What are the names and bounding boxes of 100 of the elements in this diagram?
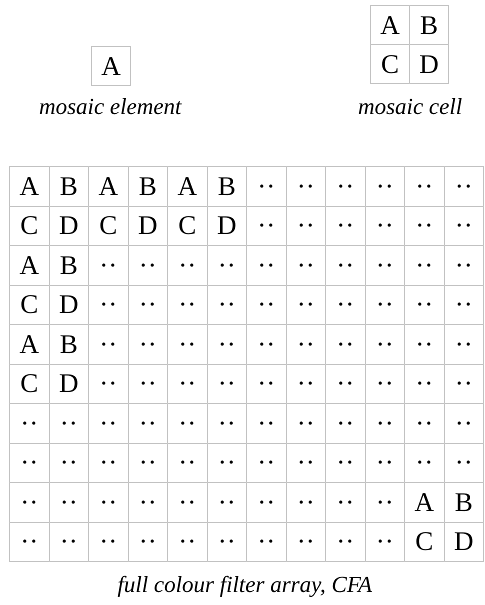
grid-cell: A	[88, 166, 128, 206]
grid-cell: D	[49, 285, 88, 324]
caption: mosaic element	[39, 95, 182, 118]
grid-cell: ··	[128, 246, 168, 285]
grid-cell: ··	[444, 246, 484, 285]
grid-cell: ··	[326, 285, 365, 324]
grid-cell: ··	[404, 324, 444, 364]
grid-cell: ··	[49, 522, 88, 562]
grid-cell: ··	[88, 364, 128, 404]
grid-cell: ··	[168, 324, 207, 364]
grid-cell: ··	[326, 324, 365, 364]
grid-cell: ··	[365, 364, 404, 404]
grid-cell: ··	[128, 285, 168, 324]
grid-cell: ··	[88, 324, 128, 364]
grid-cell: ··	[326, 443, 365, 482]
grid-cell: ··	[404, 404, 444, 443]
grid-cell: C	[370, 44, 410, 84]
grid-cell: ··	[326, 482, 365, 522]
grid-cell: ··	[128, 324, 168, 364]
grid-cell: B	[410, 6, 448, 44]
grid-cell: ··	[404, 246, 444, 285]
grid-cell: ··	[128, 482, 168, 522]
caption: full colour filter array, CFA	[118, 573, 372, 596]
grid-cell: ··	[207, 246, 246, 285]
grid-cell: ··	[326, 404, 365, 443]
grid-cell: ··	[286, 443, 326, 482]
grid-cell: D	[410, 44, 448, 84]
grid-cell: ··	[246, 246, 286, 285]
grid-cell: B	[49, 324, 88, 364]
grid-cell: ··	[88, 404, 128, 443]
grid-cell: ··	[88, 443, 128, 482]
grid-cell: ··	[207, 324, 246, 364]
grid-cell: ··	[128, 404, 168, 443]
grid-cell: ··	[326, 246, 365, 285]
grid-cell: ··	[246, 206, 286, 246]
grid-cell: ··	[246, 404, 286, 443]
grid-cell: ··	[88, 482, 128, 522]
grid-cell: ··	[444, 404, 484, 443]
caption: mosaic cell	[358, 95, 462, 118]
grid-cell: ··	[10, 404, 49, 443]
grid-cell: ··	[10, 482, 49, 522]
grid-cell: ··	[444, 206, 484, 246]
grid-cell: ··	[246, 522, 286, 562]
grid-cell: ··	[404, 443, 444, 482]
grid-cell: ··	[207, 522, 246, 562]
grid-cell: ··	[326, 166, 365, 206]
grid-cell: D	[49, 206, 88, 246]
grid-cell: ··	[286, 404, 326, 443]
grid-cell: ··	[404, 364, 444, 404]
grid-cell: B	[444, 482, 484, 522]
grid-cell: ··	[365, 324, 404, 364]
grid-cell: ··	[365, 166, 404, 206]
grid-cell: ··	[246, 324, 286, 364]
grid-cell: D	[49, 364, 88, 404]
grid-cell: ··	[444, 324, 484, 364]
grid-cell: A	[370, 6, 410, 44]
grid-cell: ··	[326, 522, 365, 562]
grid-cell: ··	[246, 364, 286, 404]
grid-cell: C	[10, 285, 49, 324]
grid-cell: ··	[444, 166, 484, 206]
grid-cell: ··	[168, 522, 207, 562]
grid-cell: A	[404, 482, 444, 522]
grid-cell: ··	[365, 482, 404, 522]
grid-cell: ··	[246, 285, 286, 324]
grid-cell: ··	[286, 285, 326, 324]
grid-cell: ··	[10, 522, 49, 562]
grid-cell: ··	[286, 482, 326, 522]
grid-cell: C	[10, 364, 49, 404]
grid-cell: ··	[286, 364, 326, 404]
grid-cell: ··	[168, 482, 207, 522]
grid-cell: ··	[286, 166, 326, 206]
grid-cell: ··	[286, 206, 326, 246]
grid-cell: ··	[326, 364, 365, 404]
grid-cell: ··	[286, 522, 326, 562]
grid-cell: ··	[49, 404, 88, 443]
grid-cell: ··	[365, 443, 404, 482]
grid-cell: ··	[444, 364, 484, 404]
grid-cell: C	[168, 206, 207, 246]
grid-cell: ··	[246, 443, 286, 482]
grid-cell: ··	[207, 364, 246, 404]
grid-cell: ··	[128, 443, 168, 482]
grid-cell: ··	[128, 522, 168, 562]
grid-cell: ··	[404, 285, 444, 324]
grid-cell: ··	[128, 364, 168, 404]
grid-cell: D	[207, 206, 246, 246]
grid-cell: A	[10, 166, 49, 206]
grid-cell: ··	[88, 246, 128, 285]
grid-cell: B	[49, 166, 88, 206]
grid-cell: ··	[207, 285, 246, 324]
grid-cell: ··	[168, 364, 207, 404]
grid-cell: ··	[326, 206, 365, 246]
grid-cell: B	[207, 166, 246, 206]
grid-cell: ··	[207, 482, 246, 522]
grid-cell: ··	[365, 285, 404, 324]
grid-cell: ··	[286, 246, 326, 285]
grid-cell: A	[168, 166, 207, 206]
grid-cell: ··	[365, 522, 404, 562]
grid-cell: ··	[404, 166, 444, 206]
grid-cell: ··	[404, 206, 444, 246]
grid-cell: B	[49, 246, 88, 285]
